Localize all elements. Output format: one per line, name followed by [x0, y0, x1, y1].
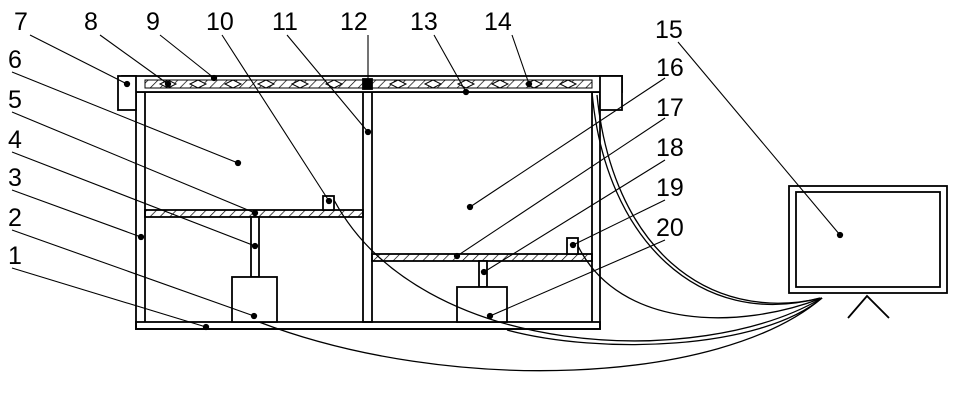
- right-shelf-assembly: [372, 238, 592, 322]
- top-rail: [118, 76, 622, 110]
- center-divider: [363, 92, 372, 322]
- right-shelf: [372, 254, 592, 261]
- monitor: [789, 186, 947, 318]
- monitor-stand: [848, 296, 889, 318]
- cable-3: [578, 246, 822, 318]
- cable-5: [334, 200, 822, 341]
- cable-1: [592, 92, 820, 304]
- monitor-screen: [796, 192, 940, 287]
- right-bracket: [600, 76, 622, 110]
